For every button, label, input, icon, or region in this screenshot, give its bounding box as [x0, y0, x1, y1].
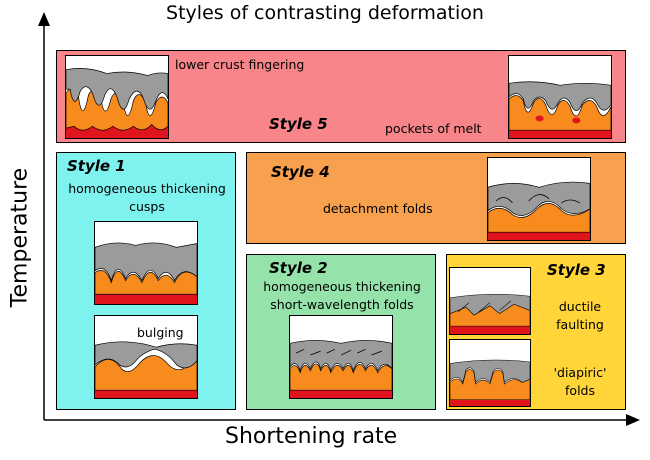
style2-line2: short-wavelength folds [270, 297, 414, 312]
style5-annotation-right: pockets of melt [385, 121, 482, 136]
style2-label: Style 2 [269, 259, 328, 277]
style1-line1: homogeneous thickening [68, 181, 226, 196]
x-axis-arrowhead [626, 414, 640, 426]
style5-label: Style 5 [269, 115, 328, 133]
x-axis-label: Shortening rate [225, 424, 398, 449]
style5-panel: lower crust fingering Style 5 pockets of… [56, 50, 626, 143]
style3-lower-line1: 'diapiric' [553, 365, 607, 380]
y-axis-arrowhead [38, 12, 50, 26]
style2-panel: Style 2 homogeneous thickening short-wav… [246, 254, 436, 410]
style1-panel: Style 1 homogeneous thickening cusps bul… [56, 152, 236, 410]
style5-left-thumbnail [65, 55, 169, 139]
style4-description: detachment folds [323, 201, 433, 216]
style5-annotation-left: lower crust fingering [175, 57, 305, 72]
style3-upper-thumbnail [449, 267, 531, 335]
style3-lower-thumbnail [449, 339, 531, 407]
style2-line1: homogeneous thickening [263, 279, 421, 294]
diagram-title: Styles of contrasting deformation [166, 2, 484, 24]
style1-inset-label: bulging [137, 325, 184, 340]
style3-upper-line2: faulting [556, 317, 604, 332]
style3-panel: Style 3 ductile faulting 'diapiric' fold… [446, 254, 626, 410]
style3-upper-line1: ductile [558, 299, 602, 314]
style1-upper-thumbnail [94, 221, 198, 305]
style3-label: Style 3 [547, 261, 606, 279]
y-axis-label: Temperature [7, 167, 33, 308]
style4-panel: Style 4 detachment folds [246, 152, 626, 244]
style2-thumbnail [289, 315, 393, 399]
style1-lower-thumbnail [94, 315, 198, 399]
style1-label: Style 1 [67, 157, 126, 175]
style4-thumbnail [487, 157, 591, 241]
style5-right-thumbnail [508, 55, 612, 139]
style1-line2: cusps [129, 199, 165, 214]
style4-label: Style 4 [271, 163, 330, 181]
style3-lower-line2: folds [565, 383, 595, 398]
